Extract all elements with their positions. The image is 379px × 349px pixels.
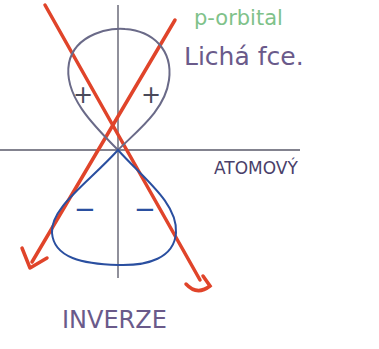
arrow-head [22, 248, 47, 268]
phase-sign: + [73, 83, 93, 107]
inversion-line [45, 5, 200, 280]
axis-label: ATOMOVÝ [214, 160, 298, 177]
lobe-outline [48, 148, 182, 270]
phase-sign: − [134, 196, 156, 222]
orbital-title: p-orbital [194, 8, 283, 29]
horizontal-axis [0, 149, 300, 151]
phase-sign: − [74, 196, 96, 222]
orbital-lobe: −− [48, 148, 182, 270]
operation-label: INVERZE [62, 308, 167, 332]
function-note: Lichá fce. [184, 44, 304, 69]
orbital-lobe: ++ [63, 25, 175, 152]
arrow-head [186, 276, 210, 291]
vertical-axis [117, 5, 119, 278]
phase-sign: + [141, 83, 161, 107]
